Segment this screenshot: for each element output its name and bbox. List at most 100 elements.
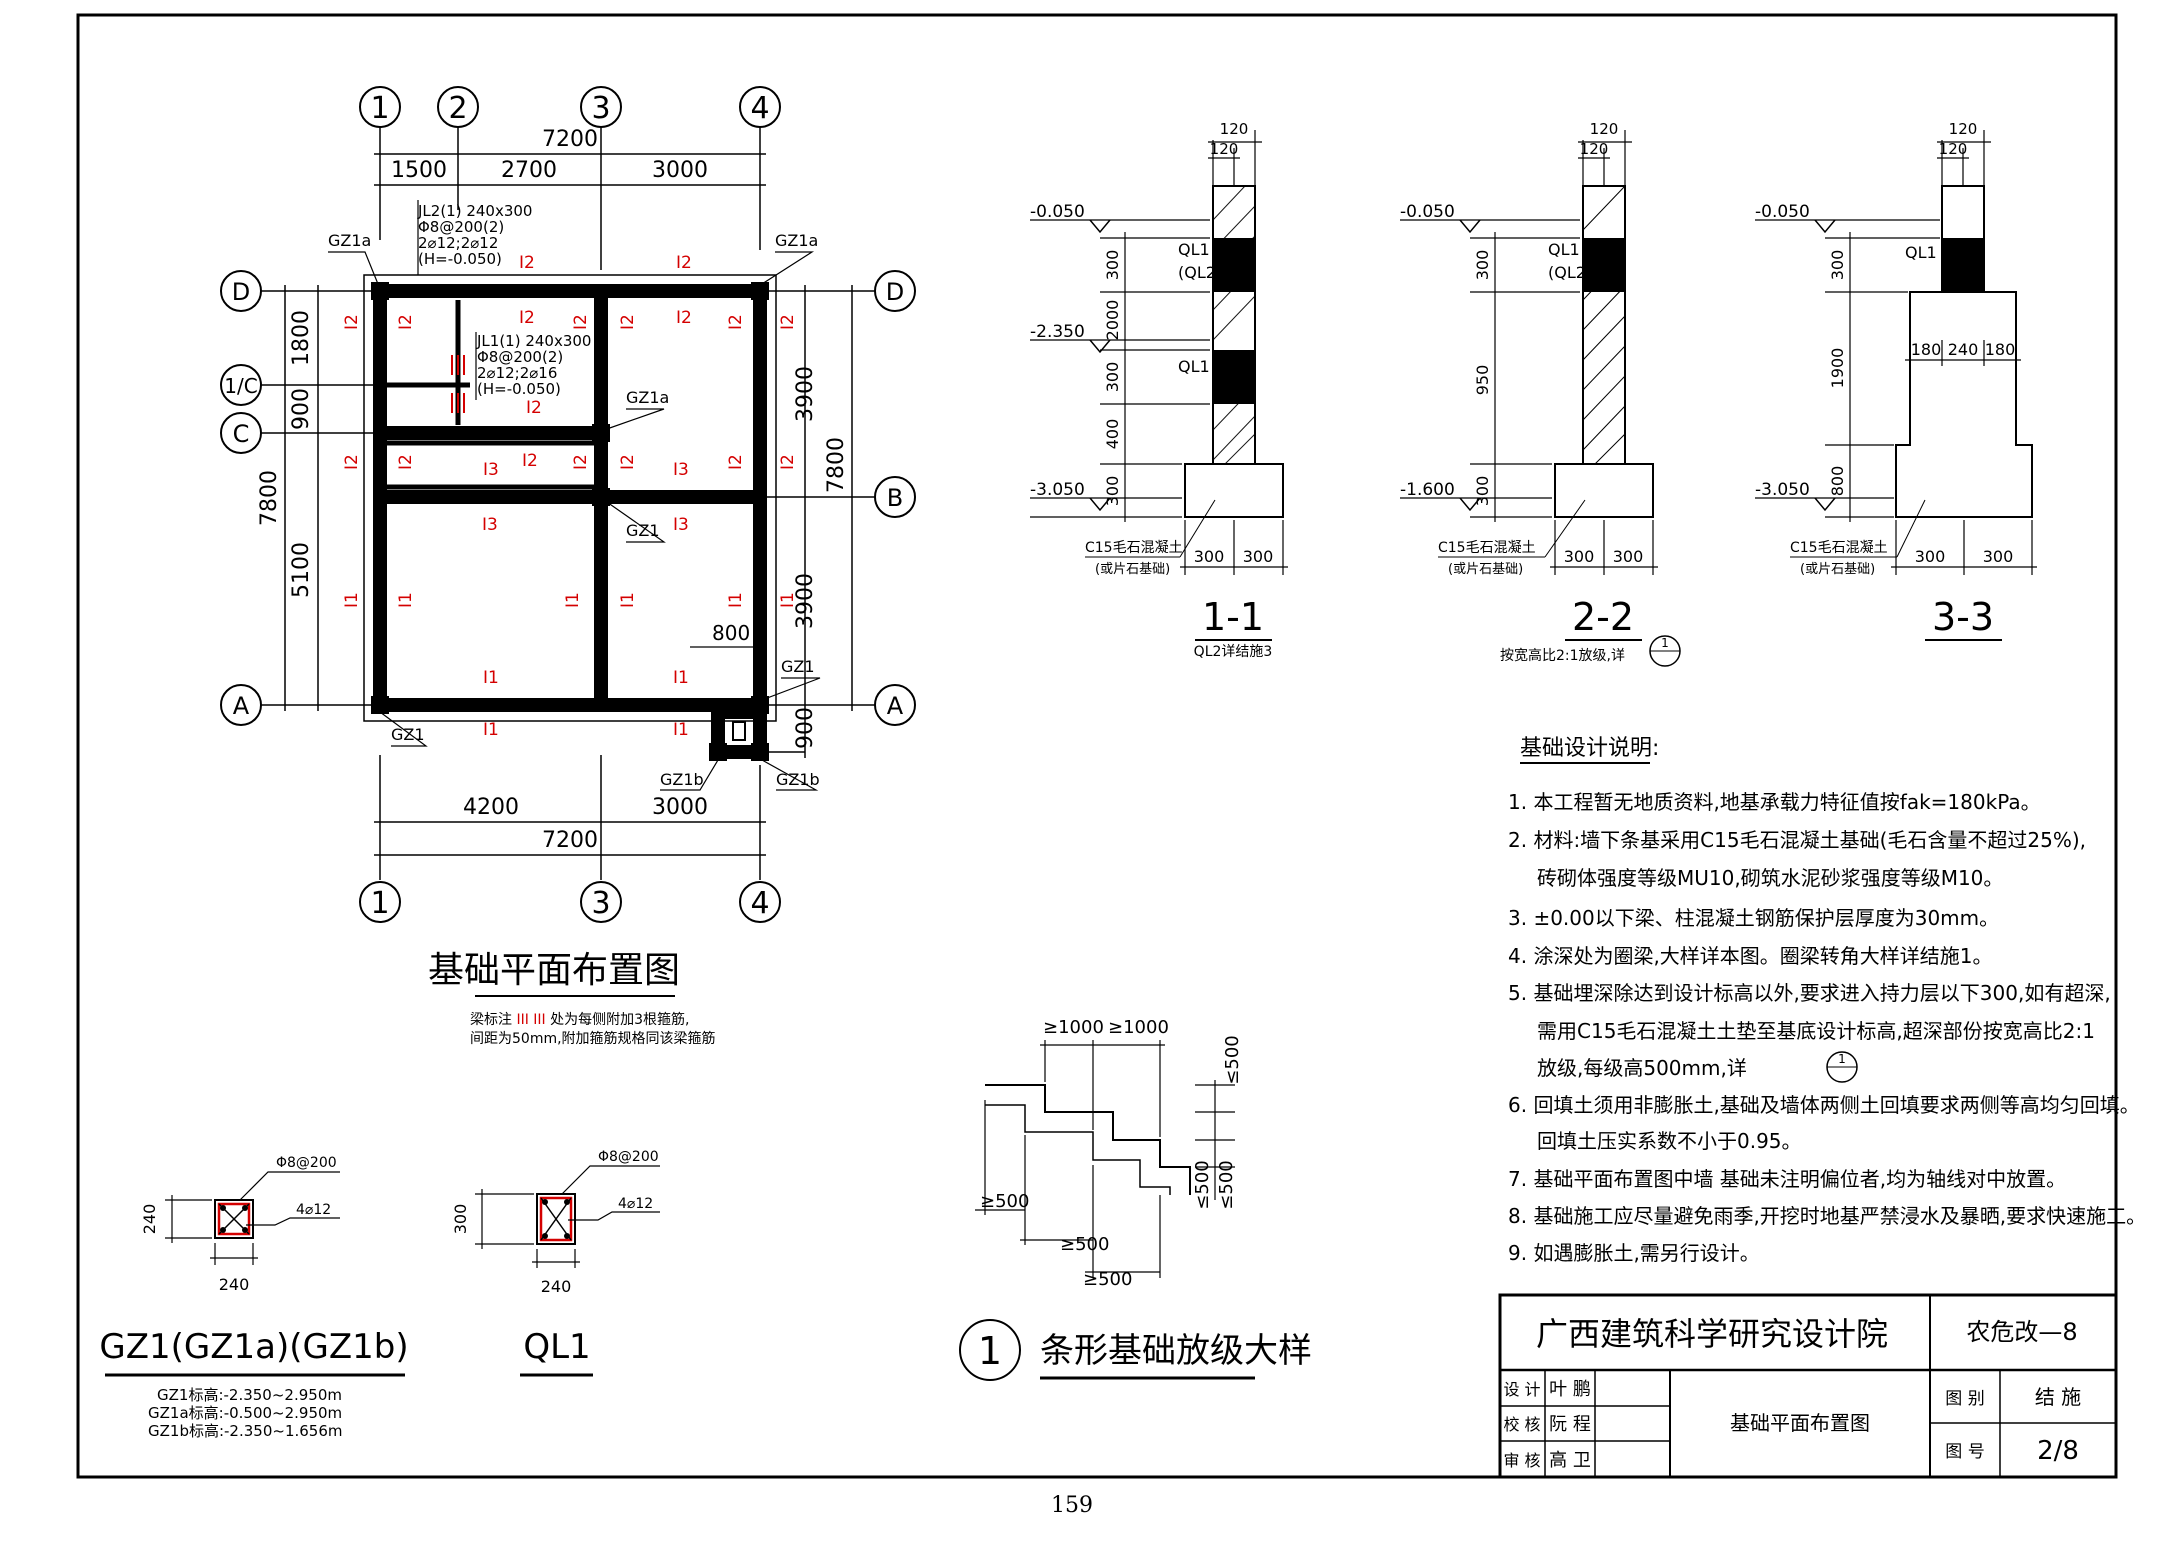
tag-i2: I2: [519, 308, 535, 328]
step-d2: ≥1000: [1108, 1017, 1169, 1038]
step-detail: ≥1000 ≥1000 ≤500 ≤500 ≤500 ≥500 ≥500 ≥50…: [959, 1017, 1312, 1381]
axis-left-D: D: [232, 278, 250, 306]
s22-dim: 300: [1473, 476, 1492, 507]
note-2b: 砖砌体强度等级MU10,砌筑水泥砂浆强度等级M10。: [1537, 866, 2003, 890]
s11-ql-b: QL1: [1178, 357, 1210, 376]
tb-name-2: 阮 程: [1549, 1414, 1591, 1435]
sheet-border: [76, 13, 2118, 1479]
gz-top: Φ8@200: [276, 1155, 337, 1171]
axis-left-1C: 1/C: [224, 374, 257, 398]
dim-right-3900a: 3900: [793, 366, 818, 422]
axis-bubbles-left: D 1/C C A: [220, 270, 262, 726]
dim-left-5100: 5100: [289, 542, 314, 598]
s33-w-top2: 120: [1939, 140, 1968, 158]
tag-i2-v: I2: [396, 454, 416, 470]
dim-left-1800: 1800: [289, 310, 314, 366]
tb-role-2: 校 核: [1503, 1415, 1540, 1434]
beam-tags: I2 I2 I2 I2 I2 I2 I3 I3 I3 I3 I1 I1 I1 I…: [482, 253, 692, 740]
section-1-1: -0.050 -2.350 -3.050 300 2000 300 400 30…: [1030, 120, 1288, 660]
label-gz1: GZ1: [781, 657, 815, 676]
s11-dim: 300: [1103, 250, 1122, 281]
tag-i1-v: I1: [726, 592, 746, 608]
section-3-3: -0.050 -3.050 300 1900 800 QL1 120 120 1…: [1755, 120, 2037, 641]
ql-side: 4⌀12: [618, 1196, 653, 1212]
dim-800: 800: [712, 621, 750, 645]
tag-i3: I3: [673, 515, 689, 535]
gz-spec-1: GZ1标高:-2.350~2.950m: [157, 1386, 342, 1404]
tag-i2-v: I2: [778, 314, 798, 330]
s11-wb2: 300: [1243, 547, 1274, 566]
tag-i2-v: I2: [618, 454, 638, 470]
s11-mat1: C15毛石混凝土: [1085, 540, 1183, 556]
step-v2: ≤500: [1192, 1160, 1213, 1209]
dim-bottom-4200: 4200: [463, 795, 519, 820]
s33-dim: 300: [1828, 250, 1847, 281]
s11-sub: QL2详结施3: [1194, 644, 1273, 660]
tag-i1: I1: [483, 668, 499, 688]
tag-i2: I2: [676, 308, 692, 328]
s33-ql-a: QL1: [1905, 243, 1937, 262]
tb-drawing-name: 基础平面布置图: [1730, 1411, 1870, 1435]
s33-wm1: 180: [1911, 340, 1942, 359]
s33-dim: 1900: [1828, 348, 1847, 389]
label-gz1b: GZ1b: [660, 770, 704, 789]
step-s3: ≥500: [1083, 1269, 1132, 1290]
axis-left-A: A: [233, 692, 250, 720]
axis-left-C: C: [233, 420, 250, 448]
s11-ql-a2: (QL2): [1178, 263, 1222, 282]
s22-wb2: 300: [1613, 547, 1644, 566]
s11-dim: 400: [1103, 419, 1122, 450]
tb-cat-label: 图 别: [1945, 1389, 1984, 1409]
note-2: 2. 材料:墙下条基采用C15毛石混凝土基础(毛石含量不超过25%),: [1508, 828, 2086, 852]
dim-right-7800: 7800: [824, 437, 849, 493]
columns: [371, 282, 769, 761]
note-7: 7. 基础平面布置图中墙 基础未注明偏位者,均为轴线对中放置。: [1508, 1167, 2066, 1191]
plan-note-line2: 间距为50mm,附加箍筋规格同该梁箍筋: [470, 1030, 716, 1047]
s22-dim: 300: [1473, 250, 1492, 281]
extra-stirrups: [451, 355, 465, 413]
note-5: 5. 基础埋深除达到设计标高以外,要求进入持力层以下300,如有超深,: [1508, 981, 2111, 1005]
s22-sub: 按宽高比2:1放级,详: [1500, 647, 1625, 664]
dims-bottom: [374, 755, 766, 880]
tag-i2: I2: [522, 451, 538, 471]
dim-right-3900b: 3900: [793, 573, 818, 629]
note-5b: 需用C15毛石混凝土土垫至基底设计标高,超深部份按宽高比2:1: [1537, 1019, 2095, 1043]
jl1-line: (H=-0.050): [477, 380, 561, 398]
s22-dim: 950: [1473, 365, 1492, 396]
tag-i2-v: I2: [571, 454, 591, 470]
design-notes: 基础设计说明: 1. 本工程暂无地质资料,地基承载力特征值按fak=180kPa…: [1508, 736, 2146, 1265]
tag-i1: I1: [673, 720, 689, 740]
footing-outline: [363, 274, 777, 722]
gz-spec-2: GZ1a标高:-0.500~2.950m: [148, 1404, 342, 1422]
s11-dim: 300: [1103, 476, 1122, 507]
axis-top-3: 3: [591, 91, 610, 126]
section-2-2: -0.050 -1.600 300 950 300 QL1 (QL2) 120 …: [1400, 120, 1681, 667]
s22-mat2: (或片石基础): [1448, 562, 1523, 577]
axis-bottom-1: 1: [370, 886, 389, 921]
tag-i1-v: I1: [563, 592, 583, 608]
tag-i2-v: I2: [618, 314, 638, 330]
s11-ql-a: QL1: [1178, 240, 1210, 259]
dim-bottom-3000: 3000: [652, 795, 708, 820]
label-gz1a: GZ1a: [626, 388, 669, 407]
note-3: 3. ±0.00以下梁、柱混凝土钢筋保护层厚度为30mm。: [1508, 906, 1999, 930]
s22-mat1: C15毛石混凝土: [1438, 540, 1536, 556]
tag-i1-v: I1: [778, 592, 798, 608]
s33-w-top: 120: [1949, 120, 1978, 138]
step-s2: ≥500: [1060, 1234, 1109, 1255]
axis-bubbles-top: 1 2 3 4: [359, 86, 781, 128]
plan-title: 基础平面布置图: [428, 950, 680, 991]
axis-top-1: 1: [370, 91, 389, 126]
s11-w-top: 120: [1220, 120, 1249, 138]
note-ref: 1: [1838, 1052, 1846, 1066]
jl1-line: Φ8@200(2): [477, 348, 563, 366]
label-gz1a: GZ1a: [328, 231, 371, 250]
s33-wm2: 240: [1948, 340, 1979, 359]
step-v3: ≤500: [1216, 1160, 1237, 1209]
s11-dim: 2000: [1103, 300, 1122, 341]
s22-wb1: 300: [1564, 547, 1595, 566]
note-8: 8. 基础施工应尽量避免雨季,开挖时地基严禁浸水及暴晒,要求快速施工。: [1508, 1204, 2146, 1228]
gz-title: GZ1(GZ1a)(GZ1b): [99, 1327, 408, 1367]
axis-right-D: D: [886, 278, 904, 306]
